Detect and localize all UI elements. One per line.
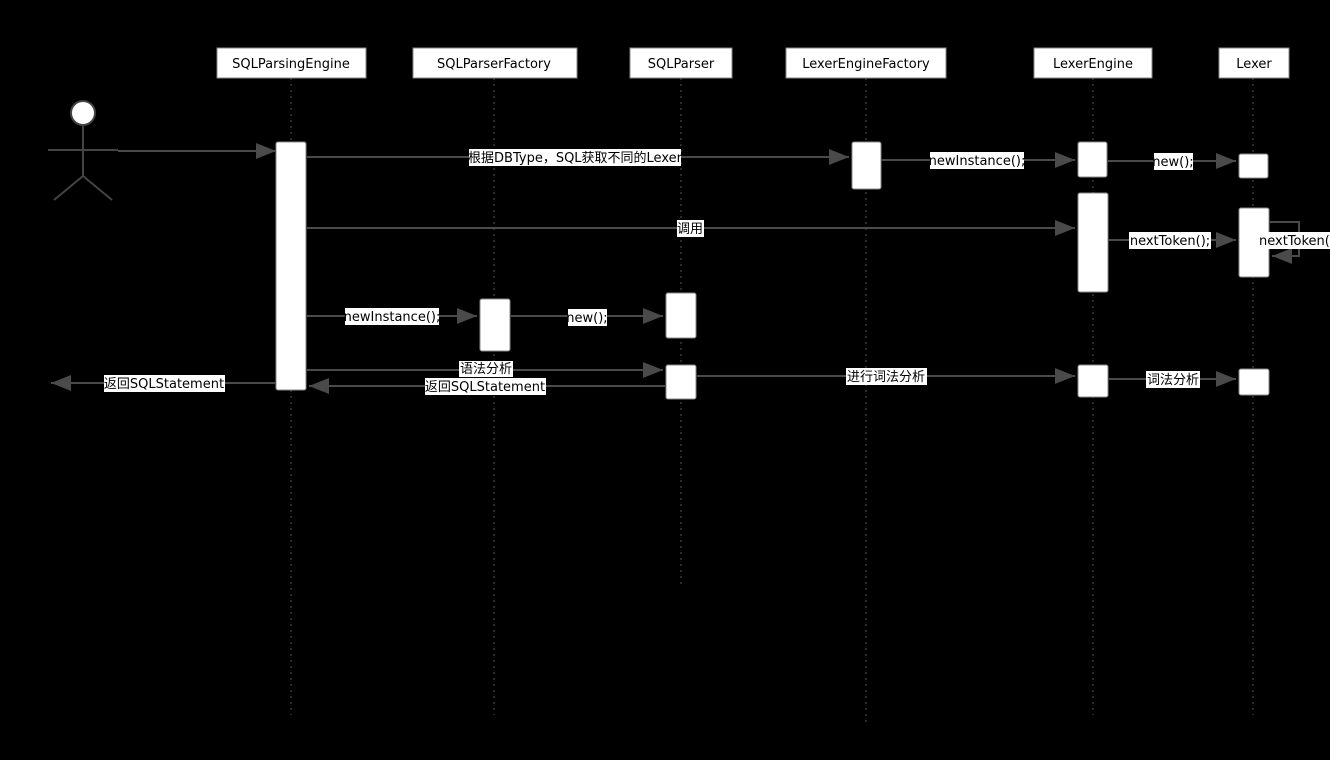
activation-box xyxy=(1238,153,1269,179)
svg-text:nextToken(: nextToken( xyxy=(1259,234,1330,249)
activation-box xyxy=(1077,192,1109,293)
message-label-m10: 返回SQLStatement xyxy=(425,378,546,395)
svg-text:返回SQLStatement: 返回SQLStatement xyxy=(104,377,224,392)
svg-text:newInstance();: newInstance(); xyxy=(929,154,1026,169)
svg-text:new();: new(); xyxy=(1152,155,1193,170)
activation-box xyxy=(665,292,697,339)
svg-text:newInstance();: newInstance(); xyxy=(344,310,441,325)
message-label-m9: 语法分析 xyxy=(459,361,513,377)
message-label-m2: newInstance(); xyxy=(929,152,1026,169)
message-label-m12: 词法分析 xyxy=(1146,371,1200,388)
svg-text:nextToken();: nextToken(); xyxy=(1130,234,1210,249)
participant-lexerengine[interactable]: LexerEngine xyxy=(1033,47,1153,79)
participant-lexerenginefactory[interactable]: LexerEngineFactory xyxy=(785,47,947,79)
message-label-m1: 根据DBType，SQL获取不同的Lexer xyxy=(468,149,683,166)
svg-text:返回SQLStatement: 返回SQLStatement xyxy=(425,380,545,395)
activation-box xyxy=(851,141,882,190)
svg-text:new();: new(); xyxy=(566,311,607,326)
participant-lexer[interactable]: Lexer xyxy=(1218,47,1290,79)
participant-label: Lexer xyxy=(1236,57,1272,72)
svg-text:语法分析: 语法分析 xyxy=(460,362,512,377)
participant-label: SQLParserFactory xyxy=(437,57,551,72)
message-label-m4: 调用 xyxy=(677,220,704,237)
svg-text:词法分析: 词法分析 xyxy=(1147,373,1199,388)
message-label-m13: 返回SQLStatement xyxy=(104,375,225,392)
svg-text:根据DBType，SQL获取不同的Lexer: 根据DBType，SQL获取不同的Lexer xyxy=(468,150,683,166)
message-label-m5: nextToken(); xyxy=(1129,232,1211,249)
participant-label: SQLParser xyxy=(648,57,715,72)
message-label-m11: 进行词法分析 xyxy=(846,368,927,385)
activation-box xyxy=(1238,368,1270,396)
message-label-m7: newInstance(); xyxy=(344,308,441,325)
activation-box xyxy=(1077,364,1109,398)
svg-text:调用: 调用 xyxy=(677,222,703,237)
participant-label: LexerEngineFactory xyxy=(802,57,930,72)
activation-box xyxy=(275,141,307,391)
message-label-m6: nextToken( xyxy=(1257,232,1330,249)
activation-box xyxy=(665,364,697,400)
message-label-m3: new(); xyxy=(1152,153,1194,170)
svg-text:进行词法分析: 进行词法分析 xyxy=(847,370,925,385)
participant-sqlparserfactory[interactable]: SQLParserFactory xyxy=(412,47,578,79)
message-label-m8: new(); xyxy=(566,309,608,326)
actor-icon xyxy=(48,100,118,201)
participant-sqlparser[interactable]: SQLParser xyxy=(629,47,733,79)
participant-label: LexerEngine xyxy=(1053,57,1133,72)
activation-box xyxy=(1077,141,1108,178)
participant-label: SQLParsingEngine xyxy=(232,57,350,72)
participant-sqlparsingengine[interactable]: SQLParsingEngine xyxy=(216,47,367,79)
activation-box xyxy=(479,298,511,352)
